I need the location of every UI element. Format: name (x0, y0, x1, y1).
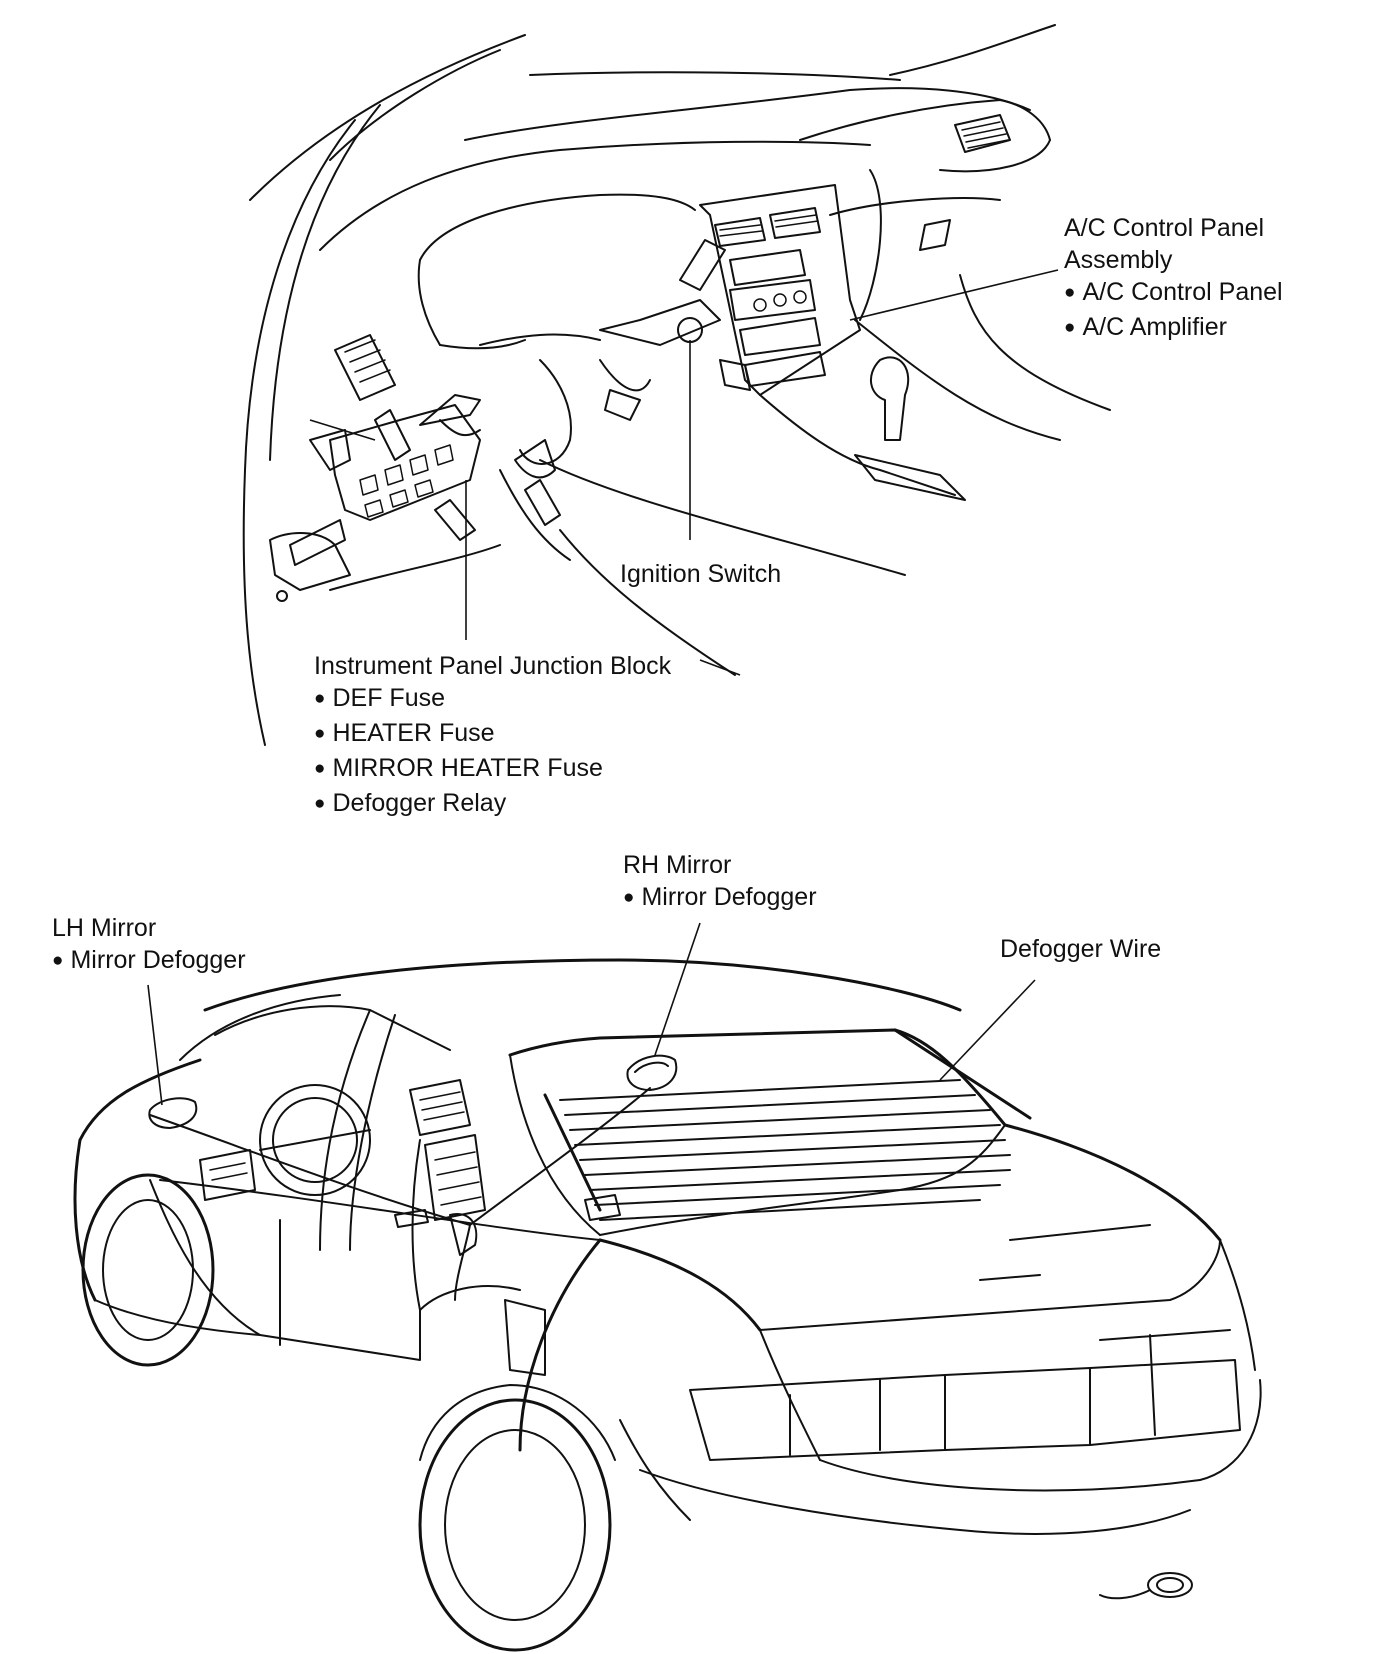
leader-defogger-wire (939, 979, 1036, 1081)
callout-title: Defogger Wire (1000, 935, 1162, 963)
leader-junction-block-3 (309, 419, 376, 441)
callout-title-continued: Assembly (1064, 246, 1173, 274)
callout-instrument-panel-junction-block: Instrument Panel Junction Block DEF Fuse… (314, 650, 671, 822)
callout-item-heater-fuse: HEATER Fuse (314, 717, 671, 752)
callout-lh-mirror: LH Mirror Mirror Defogger (52, 912, 246, 979)
leader-rh-mirror (654, 922, 701, 1056)
callout-item-ac-control-panel: A/C Control Panel (1064, 276, 1282, 311)
car-illustration (73, 958, 1262, 1652)
dashboard-illustration (242, 24, 1111, 746)
callout-ignition-switch: Ignition Switch (620, 558, 781, 590)
upper-leader-lines (309, 269, 1059, 676)
callout-ac-control-panel-assembly: A/C Control Panel Assembly A/C Control P… (1064, 212, 1283, 346)
callout-item-mirror-defogger: Mirror Defogger (52, 944, 245, 979)
callout-rh-mirror: RH Mirror Mirror Defogger (623, 849, 817, 916)
callout-item-ac-amplifier: A/C Amplifier (1064, 311, 1283, 346)
leader-lh-mirror (147, 984, 163, 1106)
callout-title: LH Mirror (52, 914, 157, 942)
callout-title: A/C Control Panel (1064, 214, 1265, 242)
leader-junction-block-2 (699, 659, 741, 676)
callout-item-defogger-relay: Defogger Relay (314, 787, 671, 822)
callout-item-mirror-defogger: Mirror Defogger (623, 881, 816, 916)
callout-title: Ignition Switch (620, 560, 782, 588)
callout-defogger-wire: Defogger Wire (1000, 933, 1161, 965)
leader-ac-panel (849, 269, 1059, 321)
callout-item-def-fuse: DEF Fuse (314, 682, 671, 717)
callout-item-mirror-heater-fuse: MIRROR HEATER Fuse (314, 752, 671, 787)
callout-title: RH Mirror (623, 851, 732, 879)
callout-title: Instrument Panel Junction Block (314, 652, 672, 680)
lower-leader-lines (147, 922, 1036, 1106)
